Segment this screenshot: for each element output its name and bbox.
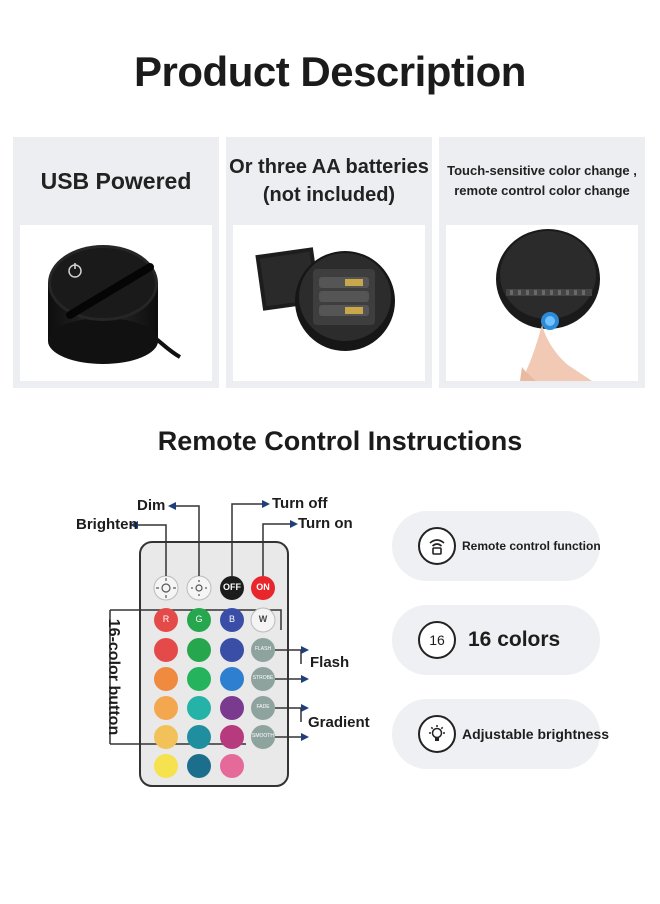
turn-on-callout: Turn on [298,515,353,532]
feature-panel-usb: USB Powered [13,137,219,388]
panel-label-line1: Or three AA batteries [229,156,429,178]
remote-signal-icon [418,527,456,565]
section-title: Remote Control Instructions [157,426,523,456]
battery-base-illustration [255,247,395,351]
color-grid-button [220,725,244,749]
color-grid-button [187,638,211,662]
sixteen-icon: 16 [418,621,456,659]
dim-button [186,575,212,601]
remote-body [139,541,289,787]
dim-callout: Dim [137,497,166,514]
smooth-button-label: SMOOTH [252,733,274,739]
color-grid-button [154,667,178,691]
b-button-label: B [228,614,235,624]
g-button-label: G [195,614,203,624]
red-button [154,608,178,632]
touch-base-photo [446,225,638,381]
panel-label-line1: Touch-sensitive color change , [447,163,637,178]
color-grid-button [220,754,244,778]
color-grid-button [154,725,178,749]
color-grid-button [220,638,244,662]
touch-base-illustration [496,229,600,381]
off-button [220,576,244,600]
usb-base-photo [20,225,212,381]
feature-brightness: Adjustable brightness [392,699,609,769]
panel-label: USB Powered [40,167,192,194]
feature-text: Remote control function [462,539,601,553]
led-base-usb-illustration [48,245,182,364]
bulb-icon [418,715,456,753]
strobe-button-label: STROBE [252,675,274,681]
w-button-label: W [258,614,268,624]
remote-diagram [109,500,309,787]
feature-16-colors: 16 16 colors [392,605,600,675]
color-grid-button [187,754,211,778]
fade-button [251,696,275,720]
white-button [250,607,276,633]
flash-button [251,638,275,662]
green-button [187,608,211,632]
color-grid-button [187,667,211,691]
brighten-callout: Brighten [76,516,138,533]
turn-off-callout: Turn off [272,495,328,512]
page-title: Product Description [134,48,526,95]
fade-button-label: FADE [256,704,270,710]
color-grid-button [220,667,244,691]
color-grid-button [154,754,178,778]
color-grid-button [187,696,211,720]
panel-label-line2: remote control color change [454,183,630,198]
smooth-button [251,725,275,749]
flash-button-label: FLASH [254,646,272,652]
r-button-label: R [162,614,170,624]
color-grid-button [154,696,178,720]
off-button-label: OFF [223,582,241,592]
feature-remote-function: Remote control function [392,511,601,581]
feature-panel-touch: Touch-sensitive color change , remote co… [439,137,645,388]
on-button [251,576,275,600]
color-grid-button [187,725,211,749]
feature-text: 16 colors [468,628,561,651]
color-grid-button [220,696,244,720]
color-button-callout: 16-color button [105,618,122,736]
on-button-label: ON [256,582,270,592]
feature-text: Adjustable brightness [462,726,610,742]
blue-button [220,608,244,632]
flash-callout: Flash [310,654,350,671]
color-button-grid [154,638,244,778]
strobe-button [251,667,275,691]
battery-compartment-photo [233,225,425,381]
panel-label-line2: (not included) [262,184,396,206]
color-grid-button [154,638,178,662]
gradient-callout: Gradient [308,714,370,731]
feature-panel-batteries: Or three AA batteries (not included) [226,137,432,388]
